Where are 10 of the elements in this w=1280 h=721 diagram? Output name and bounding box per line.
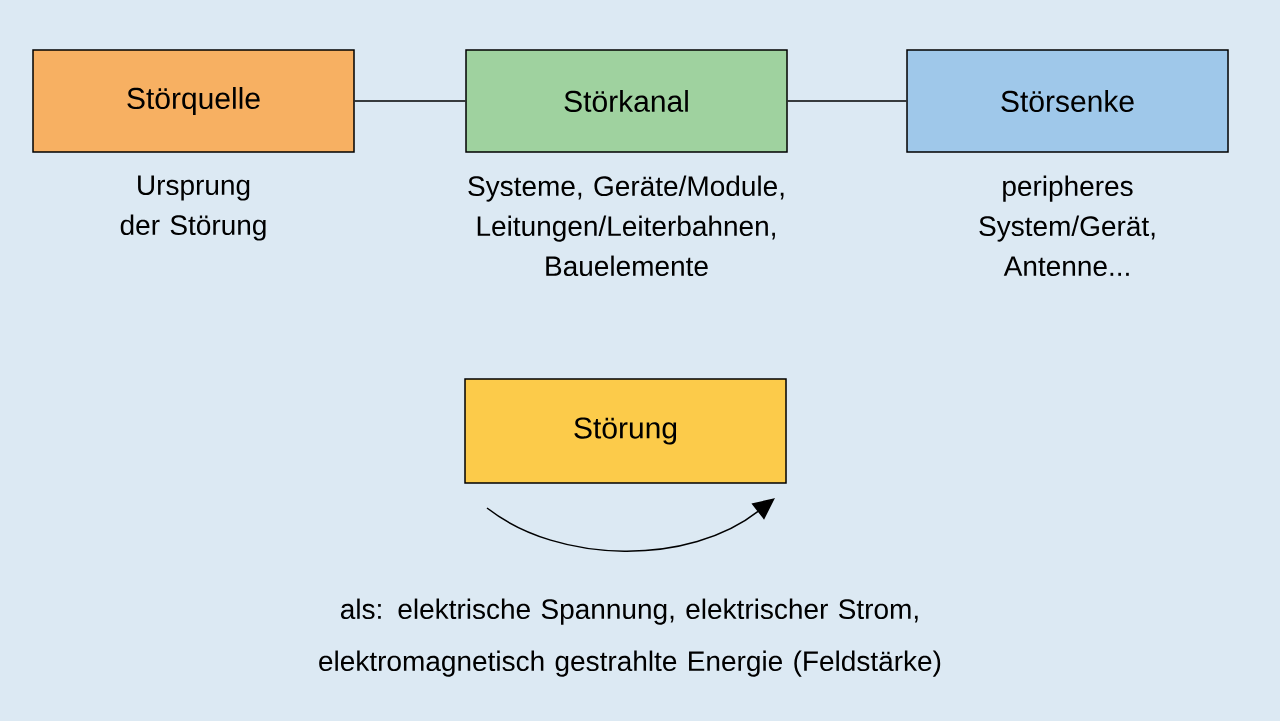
connector-line [787,100,907,102]
connector-line [354,100,466,102]
description-text: Systeme, Geräte/Module, Leitungen/Leiterbahnen, Bauelemente [468,175,784,277]
process-box: Störsenke [906,49,1229,153]
process-box: Störung [464,378,787,484]
description-text: Ursprung der Störung [120,175,266,241]
process-box: Störquelle [32,49,355,153]
process-box: Störkanal [465,49,788,153]
note-text: als: elektrische Spannung, elektrischer Strom, elektromagnetisch gestrahlte Energie (Feldstärke) [319,598,941,677]
description-text: peripheres System/Gerät, Antenne... [979,175,1155,277]
